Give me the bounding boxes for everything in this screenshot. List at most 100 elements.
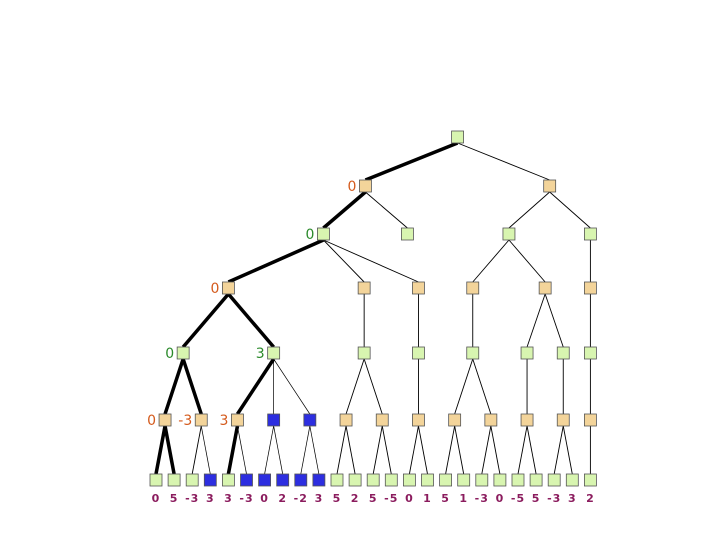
- tree-edge: [237, 425, 247, 475]
- max-node: [412, 281, 425, 295]
- leaf-node: [475, 473, 489, 487]
- leaf-value: -3: [239, 492, 253, 505]
- pruned-node: [303, 413, 317, 427]
- tree-edge: [472, 358, 492, 415]
- max-node: [556, 413, 570, 427]
- tree-edge: [408, 425, 419, 475]
- node-value-label: 0: [348, 179, 357, 195]
- tree-edge: [163, 425, 176, 475]
- leaf-node: [384, 473, 398, 487]
- leaf-node: [203, 473, 217, 487]
- tree-edge: [418, 425, 428, 475]
- max-node: [375, 413, 389, 427]
- max-node: [538, 281, 552, 295]
- leaf-value: -2: [294, 492, 308, 505]
- tree-edge: [345, 425, 356, 475]
- tree-edge: [264, 425, 274, 475]
- tree-edge: [526, 425, 537, 475]
- tree-edge: [490, 425, 501, 475]
- node-value-label: 3: [220, 413, 229, 429]
- tree-edge: [273, 425, 284, 475]
- node-value-label: 0: [165, 346, 174, 362]
- min-node: [412, 346, 425, 360]
- leaf-value: 5: [532, 492, 541, 505]
- tree-nodes: [149, 130, 597, 487]
- tree-edge: [517, 425, 528, 475]
- tree-edge: [365, 191, 408, 229]
- leaf-node: [185, 473, 199, 487]
- tree-edge: [345, 358, 365, 415]
- tree-edge: [181, 358, 203, 415]
- max-node: [466, 281, 480, 295]
- tree-edge: [227, 238, 325, 284]
- leaf-node: [402, 473, 416, 487]
- tree-edge: [457, 142, 550, 181]
- leaf-node: [584, 473, 597, 487]
- min-node: [584, 227, 597, 241]
- tree-edge: [181, 292, 230, 349]
- leaf-node: [312, 473, 326, 487]
- max-node: [357, 281, 371, 295]
- tree-edge: [322, 190, 367, 230]
- tree-edge: [163, 358, 185, 415]
- leaf-value: -3: [185, 492, 199, 505]
- leaf-node: [421, 473, 434, 487]
- node-value-label: 0: [306, 227, 315, 243]
- leaf-value: -5: [511, 492, 525, 505]
- max-node: [520, 413, 534, 427]
- leaf-value: -5: [384, 492, 398, 505]
- leaf-node: [221, 473, 235, 487]
- min-node: [267, 346, 281, 360]
- min-node: [502, 227, 516, 241]
- leaf-value: 1: [423, 492, 432, 505]
- max-node: [412, 413, 425, 427]
- tree-edge: [300, 425, 311, 475]
- min-node: [556, 346, 570, 360]
- tree-edge: [200, 425, 211, 475]
- leaf-node: [330, 473, 344, 487]
- leaf-node: [565, 473, 579, 487]
- tree-edge: [544, 293, 564, 348]
- tree-edge: [235, 358, 276, 415]
- tree-edge: [191, 425, 202, 475]
- tree-edge: [508, 239, 546, 283]
- tree-edge: [309, 425, 320, 475]
- leaf-node: [149, 473, 163, 487]
- leaf-value: 2: [351, 492, 360, 505]
- leaf-value: 5: [170, 492, 179, 505]
- leaf-value: 3: [315, 492, 324, 505]
- leaf-value: 3: [224, 492, 233, 505]
- leaf-node: [457, 473, 471, 487]
- node-value-label: 3: [256, 346, 265, 362]
- node-value-label: 0: [147, 413, 156, 429]
- max-node: [231, 413, 244, 427]
- tree-edges: [154, 141, 591, 475]
- leaf-node: [366, 473, 380, 487]
- min-node: [466, 346, 480, 360]
- tree-edge: [472, 239, 510, 283]
- tree-edge: [526, 293, 546, 348]
- max-node: [584, 413, 597, 427]
- leaf-value: -3: [475, 492, 489, 505]
- leaf-value: 5: [369, 492, 378, 505]
- tree-edge: [323, 239, 419, 283]
- max-node: [484, 413, 498, 427]
- tree-edge: [227, 292, 275, 349]
- leaf-node: [348, 473, 362, 487]
- tree-edge: [445, 425, 456, 475]
- leaf-value: 1: [459, 492, 468, 505]
- leaf-value: 2: [586, 492, 595, 505]
- min-node: [176, 346, 190, 360]
- tree-edge: [454, 425, 465, 475]
- tree-edge: [226, 425, 240, 475]
- tree-edge: [323, 239, 365, 283]
- pruned-node: [267, 413, 281, 427]
- node-value-label: -3: [178, 413, 192, 429]
- min-node: [317, 227, 330, 241]
- tree-edge: [154, 425, 167, 475]
- max-node: [543, 179, 557, 193]
- max-node: [584, 281, 597, 295]
- tree-edge: [336, 425, 347, 475]
